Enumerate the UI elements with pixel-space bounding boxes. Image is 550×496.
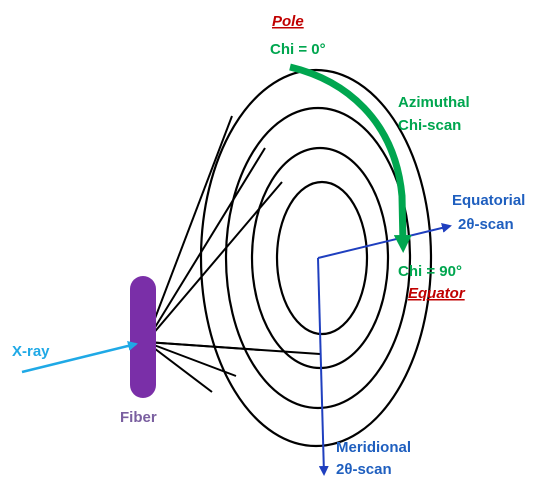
chi-ninety-label: Chi = 90° [398, 263, 462, 280]
azimuthal-arrow [289, 63, 412, 253]
equator-label: Equator [408, 285, 466, 302]
azimuthal-label-line1: Azimuthal [398, 94, 470, 111]
fiber-label: Fiber [120, 409, 157, 426]
equatorial-label-line2: 2θ-scan [458, 216, 514, 233]
azimuthal-label-line2: Chi-scan [398, 117, 461, 134]
xray-label: X-ray [12, 343, 50, 360]
equatorial-label-line1: Equatorial [452, 192, 525, 209]
chi-zero-label: Chi = 0° [270, 41, 326, 58]
equatorial-arrow [317, 223, 452, 259]
diffraction-rings [199, 68, 433, 448]
pole-label: Pole [272, 13, 304, 30]
ring-inner [250, 146, 390, 370]
ring-outer [199, 68, 433, 448]
cone-lines [145, 115, 321, 393]
meridional-arrow [317, 257, 329, 476]
ring-innermost [275, 180, 369, 336]
xray-arrow [21, 341, 138, 374]
meridional-label-line1: Meridional [336, 439, 411, 456]
ring-middle [224, 106, 412, 410]
fiber-icon [130, 276, 156, 398]
meridional-label-line2: 2θ-scan [336, 461, 392, 478]
